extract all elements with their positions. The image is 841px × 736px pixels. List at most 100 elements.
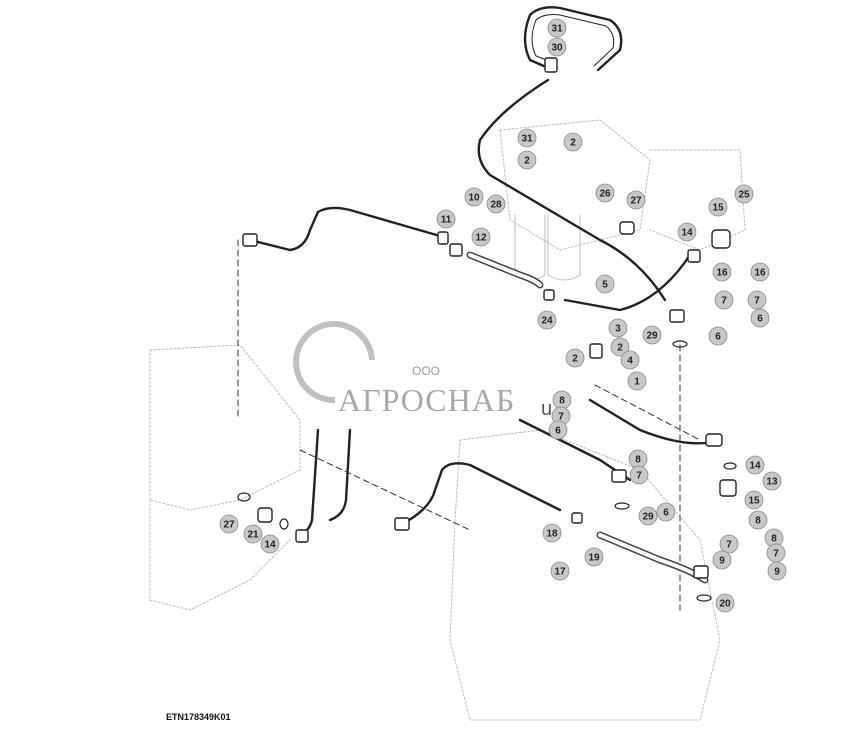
callout-bubble [715,593,735,613]
callout-bubble [537,310,557,330]
callout-bubble [563,132,583,152]
callout-number: 9 [774,567,780,578]
callout-21: 21 [243,524,263,544]
callout-number: 8 [755,516,761,527]
callout-27: 27 [626,190,646,210]
callout-number: 16 [716,268,728,279]
callout-8: 8 [628,449,648,469]
callout-15: 15 [708,197,728,217]
pipe-18 [398,462,562,527]
callout-number: 7 [754,296,760,307]
callout-number: 4 [627,356,633,367]
callout-6: 6 [548,420,568,440]
callout-bubble [464,187,484,207]
callout-number: 28 [490,200,502,211]
callout-bubble [745,455,765,475]
callout-29: 29 [638,506,658,526]
callout-bubble [595,274,615,294]
callout-number: 11 [441,215,452,226]
callout-number: 31 [521,134,533,145]
callout-bubble [565,348,585,368]
callout-bubble [517,128,537,148]
callout-7: 7 [766,543,786,563]
callout-number: 15 [748,496,760,507]
callout-29: 29 [642,325,662,345]
callout-14: 14 [677,222,697,242]
callout-bubble [642,325,662,345]
callout-bubble [436,209,456,229]
callout-bubble [620,350,640,370]
callout-number: 5 [602,280,608,291]
watermark-suffix: u [541,398,553,420]
callout-4: 4 [620,350,640,370]
callout-bubble [626,190,646,210]
pipe-5-lower [563,253,692,312]
callout-bubble [708,197,728,217]
callout-bubble [712,262,732,282]
watermark-company: АГРОСНАБ [338,382,516,418]
callout-25: 25 [734,184,754,204]
callout-number: 17 [554,567,566,578]
callout-16: 16 [712,262,732,282]
callout-30: 30 [547,37,567,57]
callout-number: 14 [681,228,693,239]
callout-16: 16 [750,262,770,282]
callout-11: 11 [436,209,456,229]
callout-number: 27 [630,196,642,207]
callout-2: 2 [565,348,585,368]
callout-10: 10 [464,187,484,207]
callout-number: 26 [599,189,611,200]
watermark-gear-logo [293,321,375,404]
callout-number: 9 [719,556,725,567]
callout-17: 17 [550,561,570,581]
callout-8: 8 [552,390,572,410]
callout-bubble [547,37,567,57]
callout-number: 7 [721,296,727,307]
callout-number: 3 [615,324,621,335]
callout-bubble [260,534,280,554]
filter-canisters [514,214,581,281]
callout-bubble [627,371,647,391]
callout-1: 1 [627,371,647,391]
engine-housing-outline [149,119,746,721]
callout-24: 24 [537,310,557,330]
callout-number: 7 [636,471,642,482]
callout-number: 13 [766,477,778,488]
o-rings [237,340,737,602]
callout-number: 8 [635,455,641,466]
callout-bubble [712,550,732,570]
callout-bubble [548,420,568,440]
callout-9: 9 [767,561,787,581]
callout-bubble [748,510,768,530]
callout-number: 8 [559,396,565,407]
callout-number: 2 [572,354,578,365]
callout-bubble [243,524,263,544]
callout-3: 3 [608,318,628,338]
callout-number: 6 [663,508,669,519]
callout-number: 15 [712,203,724,214]
callout-bubble [744,490,764,510]
callout-number: 14 [749,461,761,472]
callout-8: 8 [748,510,768,530]
pipe-5 [477,78,667,302]
callout-bubble [750,262,770,282]
upper-loop-pipe-inner [531,14,615,67]
callout-number: 29 [642,512,654,523]
pipe-10 [248,206,442,252]
callout-number: 12 [475,233,487,244]
callout-15: 15 [744,490,764,510]
callout-bubble [714,290,734,310]
vertical-hose-a [298,428,320,537]
callout-bubble [517,150,537,170]
callout-bubble [750,308,770,328]
callout-number: 7 [773,549,779,560]
callout-number: 2 [570,138,576,149]
callout-6: 6 [656,502,676,522]
callout-19: 19 [584,547,604,567]
callout-number: 10 [468,193,480,204]
callout-9: 9 [712,550,732,570]
hose-12-inner [468,253,542,287]
callout-26: 26 [595,183,615,203]
